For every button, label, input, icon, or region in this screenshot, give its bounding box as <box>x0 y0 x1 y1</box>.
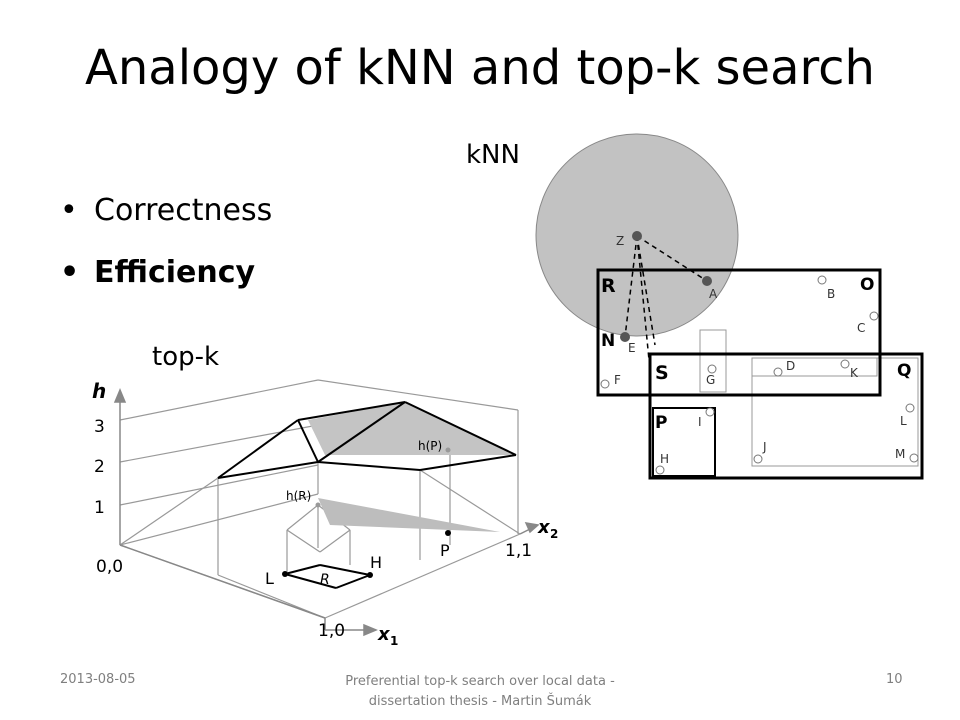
h-axis-label: h <box>92 379 106 403</box>
x2-axis-label: x <box>537 517 551 538</box>
point-L-label: L <box>900 414 907 428</box>
query-point-Z <box>632 231 642 241</box>
box-O-label: O <box>860 275 874 295</box>
corner-10-label: 1,0 <box>318 621 345 641</box>
point-C-label: C <box>857 321 865 335</box>
corner-11-label: 1,1 <box>505 541 532 561</box>
point-J-label: J <box>762 440 767 454</box>
point-F-label: F <box>614 373 621 387</box>
box-Q-label: Q <box>897 361 911 381</box>
tick-2: 2 <box>94 457 105 477</box>
bullet-list: Correctness Efficiency <box>60 180 272 304</box>
point-I-label: I <box>698 415 702 429</box>
point-H-label: H <box>660 452 669 466</box>
tick-1: 1 <box>94 498 105 518</box>
footer-date: 2013-08-05 <box>60 672 136 687</box>
origin-label: 0,0 <box>96 557 123 577</box>
x1-subscript: 1 <box>390 634 398 648</box>
point-P-label: P <box>440 541 450 560</box>
box-P-label: P <box>655 413 667 433</box>
point-L <box>282 571 288 577</box>
point-D-label: D <box>786 359 795 373</box>
tick-3: 3 <box>94 417 105 437</box>
box-R-label: R <box>601 275 616 297</box>
query-Z-label: Z <box>616 234 624 248</box>
topk-label: top-k <box>152 342 220 372</box>
point-H <box>367 572 373 578</box>
x1-axis-label: x <box>377 624 391 645</box>
footer-caption-line2: dissertation thesis - Martin Šumák <box>368 694 592 709</box>
bullet-correctness: Correctness <box>60 180 272 242</box>
box-N-label: N <box>601 331 615 351</box>
point-P <box>445 530 451 536</box>
hR-label: h(R) <box>286 489 311 503</box>
footer-page-number: 10 <box>886 672 903 687</box>
point-A-label: A <box>709 287 718 301</box>
point-K-label: K <box>850 366 859 380</box>
slide-title: Analogy of kNN and top-k search <box>85 40 875 96</box>
footer-caption-line1: Preferential top-k search over local dat… <box>345 674 615 689</box>
bullet-efficiency: Efficiency <box>60 242 272 304</box>
point-M-label: M <box>895 447 905 461</box>
footer-caption: Preferential top-k search over local dat… <box>330 672 630 712</box>
point-G-label: G <box>706 373 715 387</box>
region-R-label: R <box>320 572 330 588</box>
box-S-label: S <box>655 362 669 384</box>
knn-label: kNN <box>466 140 520 170</box>
point-H-label: H <box>370 553 382 572</box>
hP-label: h(P) <box>418 439 442 453</box>
point-E-label: E <box>628 341 636 355</box>
point-L-label: L <box>265 569 274 588</box>
x2-subscript: 2 <box>550 527 558 541</box>
point-B-label: B <box>827 287 835 301</box>
